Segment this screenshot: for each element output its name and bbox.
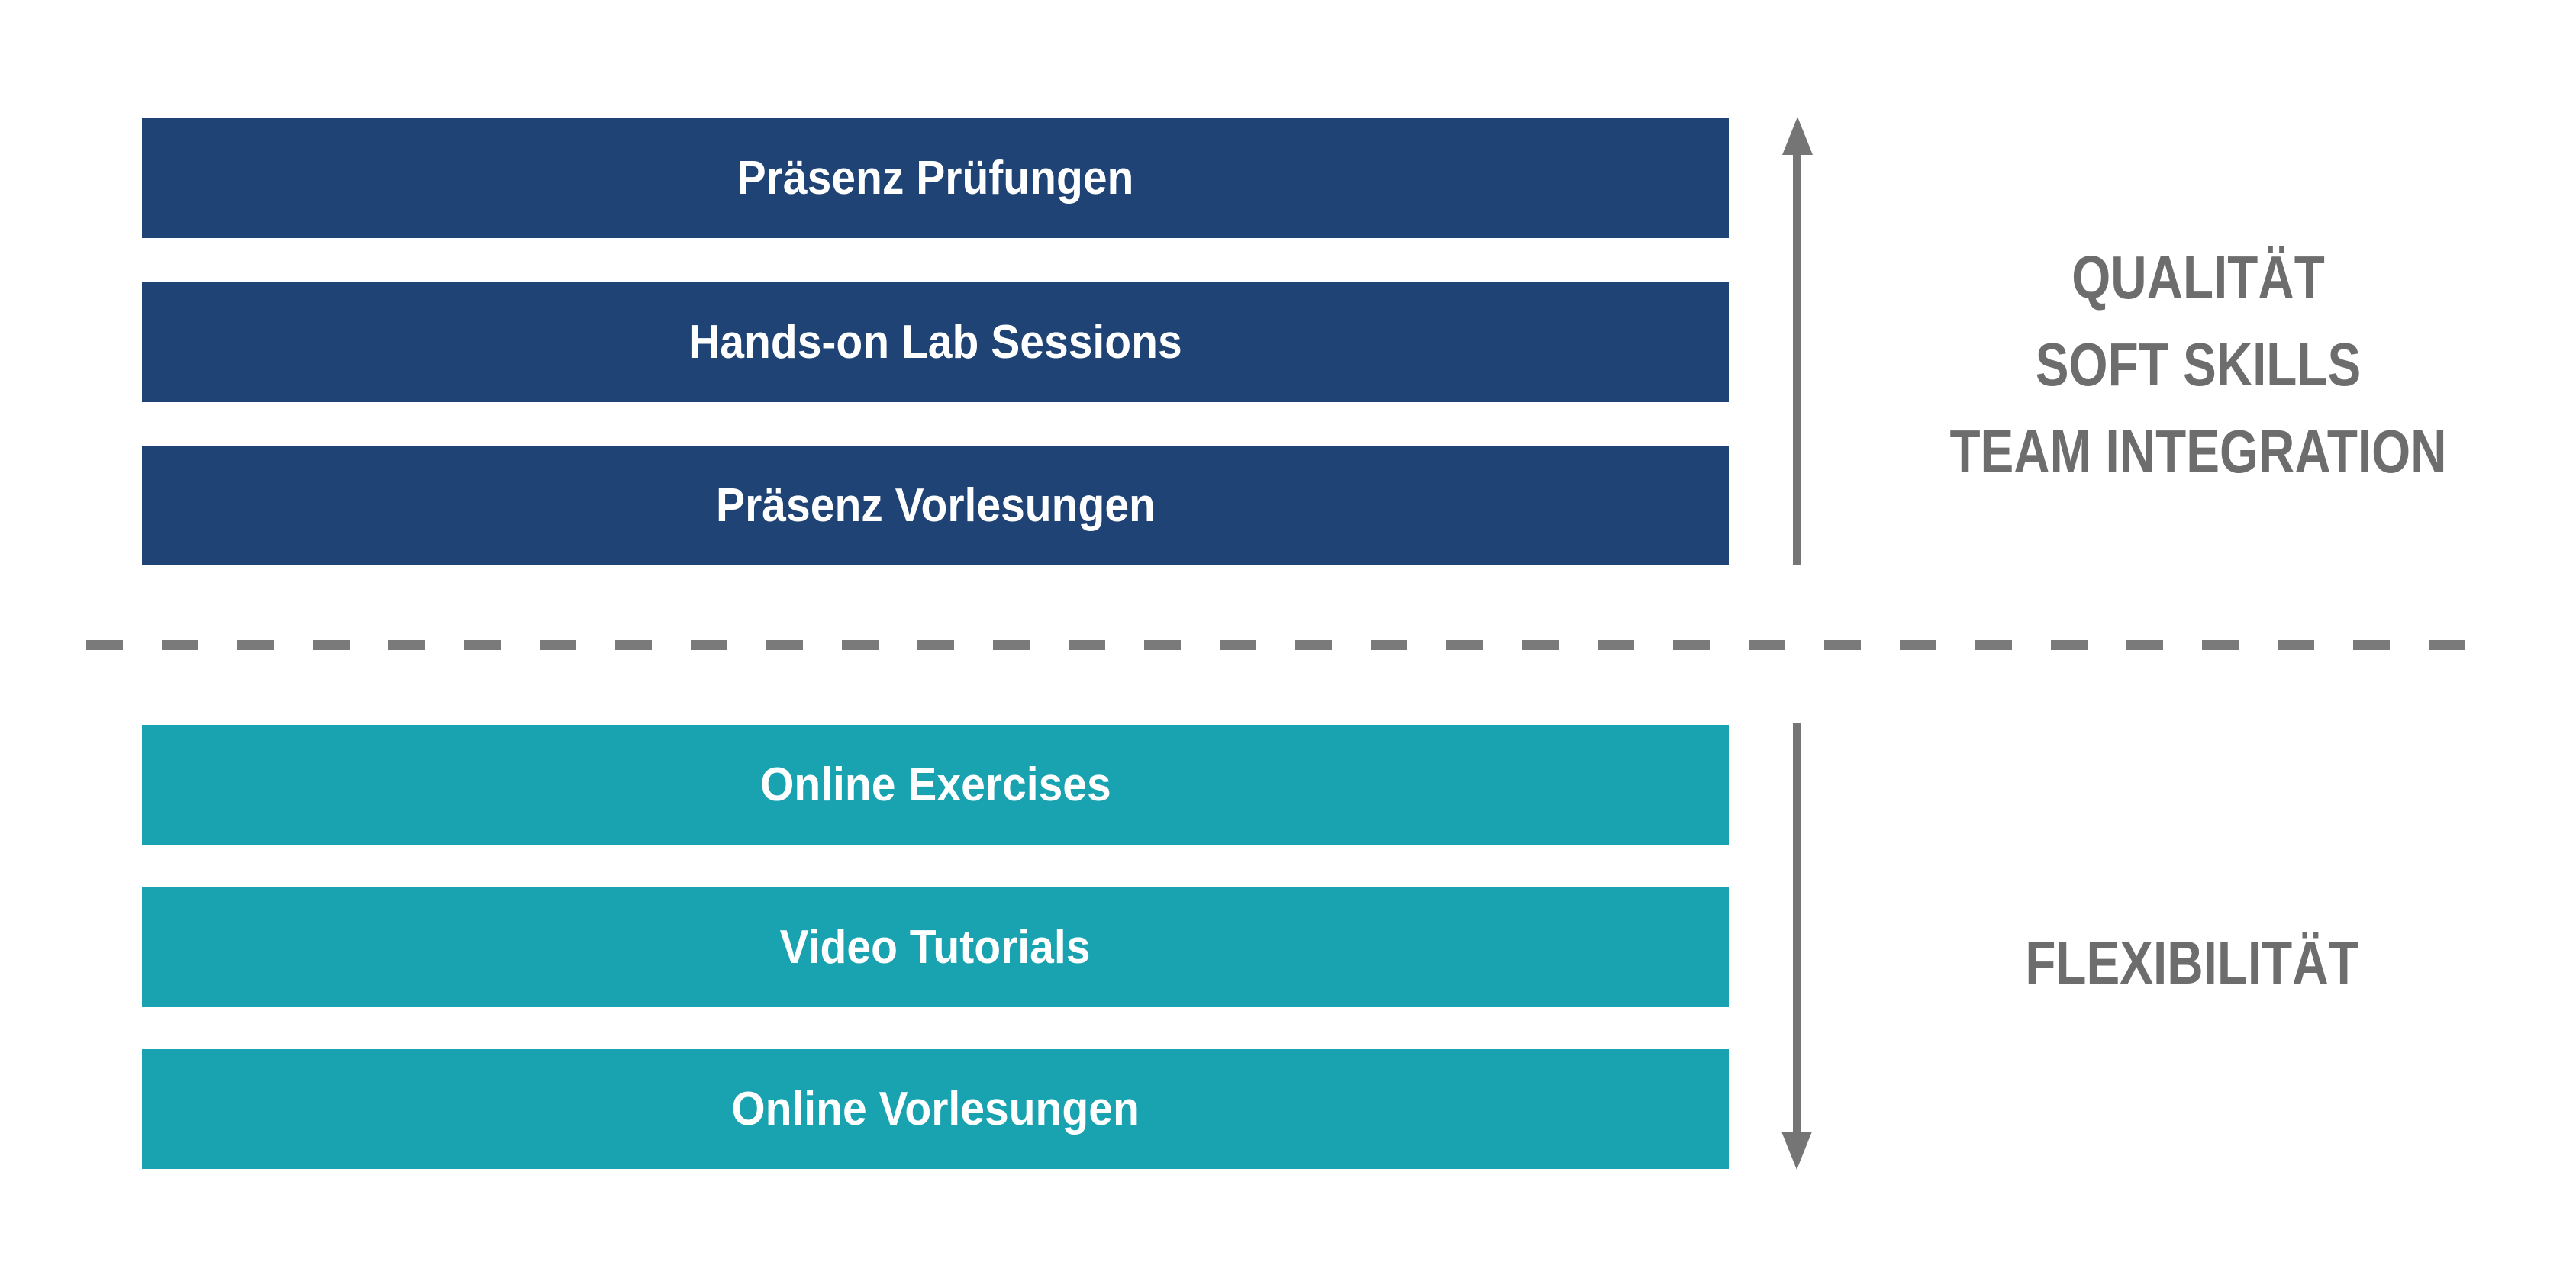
arrow-up-head bbox=[1782, 117, 1813, 155]
top-axis-label: QUALITÄT SOFT SKILLS TEAM INTEGRATION bbox=[1949, 234, 2446, 495]
bottom-axis-label: FLEXIBILITÄT bbox=[2025, 929, 2359, 997]
bar-video-tutorials: Video Tutorials bbox=[142, 887, 1729, 1007]
bar-online-vorlesungen: Online Vorlesungen bbox=[142, 1049, 1729, 1169]
bar-label: Online Exercises bbox=[759, 758, 1111, 811]
bar-online-exercises: Online Exercises bbox=[142, 725, 1729, 845]
bar-praesenz-vorlesungen: Präsenz Vorlesungen bbox=[142, 446, 1729, 565]
arrow-up-shaft bbox=[1793, 153, 1801, 565]
dashed-divider bbox=[86, 640, 2494, 650]
bar-label: Online Vorlesungen bbox=[731, 1083, 1140, 1135]
arrow-down-shaft bbox=[1793, 723, 1801, 1133]
bar-praesenz-pruefungen: Präsenz Prüfungen bbox=[142, 118, 1729, 238]
bar-label: Präsenz Vorlesungen bbox=[715, 479, 1156, 532]
bar-label: Hands-on Lab Sessions bbox=[688, 316, 1182, 369]
top-axis-label-line-2: SOFT SKILLS bbox=[2035, 330, 2362, 398]
arrow-down-head bbox=[1781, 1132, 1812, 1170]
top-axis-label-line-1: QUALITÄT bbox=[2071, 243, 2325, 311]
bar-hands-on-lab-sessions: Hands-on Lab Sessions bbox=[142, 282, 1729, 402]
bar-label: Präsenz Prüfungen bbox=[737, 152, 1134, 204]
bar-label: Video Tutorials bbox=[780, 921, 1091, 974]
top-axis-label-line-3: TEAM INTEGRATION bbox=[1949, 417, 2447, 485]
